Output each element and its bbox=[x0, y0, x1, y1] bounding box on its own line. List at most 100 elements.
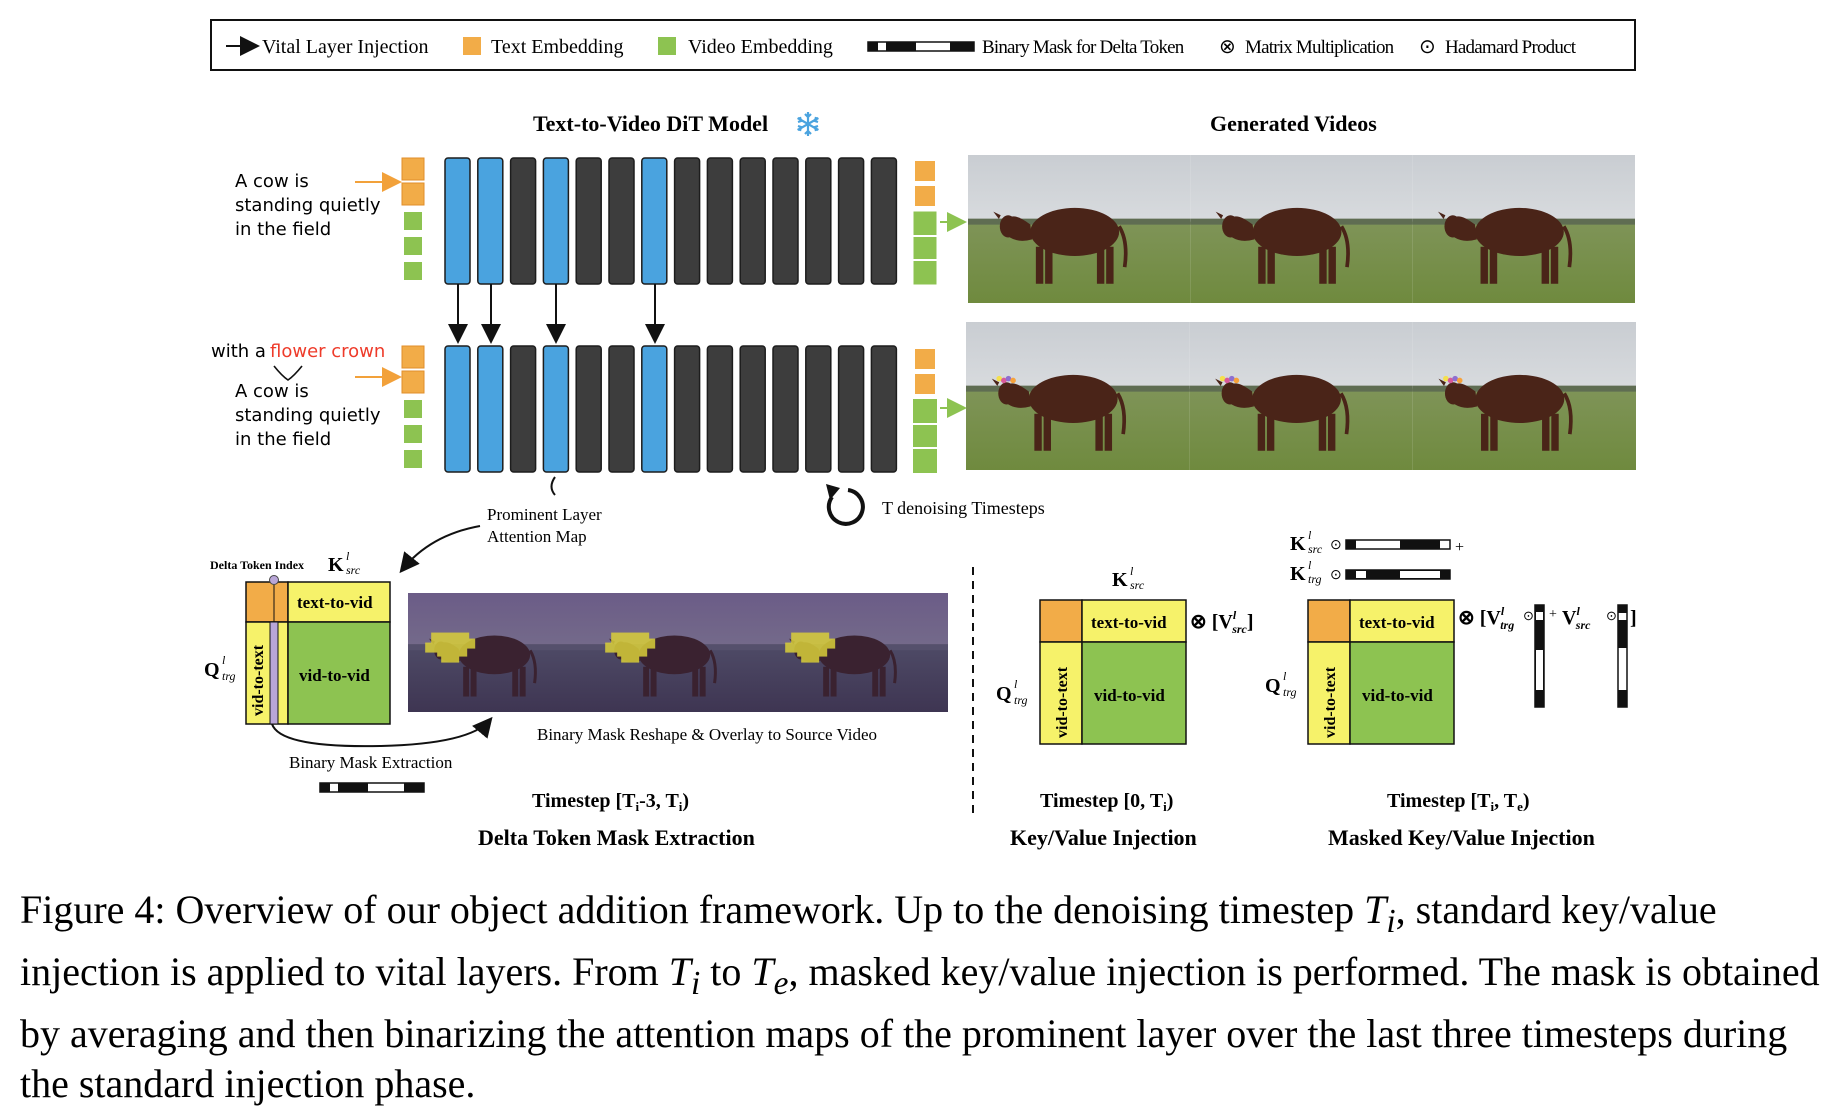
dit-layer-dark bbox=[870, 345, 898, 473]
model-title: Text-to-Video DiT Model bbox=[533, 111, 768, 136]
legend-matrix-mult: Matrix Multiplication bbox=[1245, 37, 1395, 58]
video-embedding-swatch bbox=[658, 37, 676, 55]
dit-layer-blue bbox=[641, 345, 668, 473]
svg-text:trg: trg bbox=[1283, 685, 1297, 699]
dit-layer-blue bbox=[477, 345, 504, 473]
dit-layer-blue bbox=[444, 157, 471, 285]
svg-text:l: l bbox=[222, 653, 226, 667]
generated-video-bottom bbox=[966, 322, 1636, 470]
timestep-kv: Timestep [0, Ti) bbox=[1040, 790, 1173, 814]
svg-text:src: src bbox=[346, 563, 361, 577]
svg-text:K: K bbox=[1112, 569, 1128, 591]
svg-text:+: + bbox=[1549, 607, 1557, 622]
dit-layer-dark bbox=[706, 345, 734, 473]
dit-layer-dark bbox=[706, 157, 734, 285]
binary-mask-bar bbox=[319, 782, 425, 793]
svg-text:K: K bbox=[1290, 533, 1306, 555]
svg-text:l: l bbox=[1130, 564, 1134, 578]
dit-layer-dark bbox=[805, 157, 832, 285]
denoise-label: T denoising Timesteps bbox=[882, 498, 1045, 518]
svg-text:⊙: ⊙ bbox=[1523, 608, 1534, 623]
vid-to-text-label: vid-to-text bbox=[250, 644, 267, 716]
dit-layer-dark bbox=[509, 345, 537, 473]
legend-video-embedding: Video Embedding bbox=[688, 36, 833, 58]
cow-figure bbox=[991, 374, 1127, 451]
dit-layer-dark bbox=[575, 157, 602, 285]
tokens-right-top bbox=[912, 161, 938, 286]
q-trg-label: Q l trg bbox=[1265, 669, 1297, 699]
caption-text: , standard key/value injection is applie… bbox=[20, 887, 1717, 994]
caption-text: to bbox=[700, 949, 752, 994]
dit-layer-dark bbox=[673, 345, 701, 473]
vital-injection-arrows bbox=[448, 284, 665, 344]
prompt2-line: A cow is bbox=[235, 381, 309, 402]
vid-to-vid-label: vid-to-vid bbox=[299, 666, 370, 685]
kv-panel-title: Key/Value Injection bbox=[1010, 825, 1197, 850]
dit-layer-dark bbox=[739, 157, 766, 285]
dit-layer-dark bbox=[608, 345, 635, 473]
dit-layer-dark bbox=[575, 345, 602, 473]
svg-text:Q: Q bbox=[996, 683, 1012, 705]
prompt2-prefix: with a bbox=[211, 341, 266, 362]
mask-panel-title: Delta Token Mask Extraction bbox=[478, 825, 755, 850]
dit-layer-dark bbox=[739, 345, 766, 473]
dit-layer-blue bbox=[641, 157, 668, 285]
caption-math: T bbox=[751, 949, 774, 994]
cow-figure bbox=[1437, 207, 1573, 284]
dit-layer-blue bbox=[542, 345, 570, 473]
dit-layer-dark bbox=[509, 157, 537, 285]
legend: Vital Layer Injection Text Embedding Vid… bbox=[210, 19, 1636, 71]
timestep-masked: Timestep [Ti, Te) bbox=[1387, 790, 1530, 814]
delta-token-marker bbox=[269, 575, 279, 585]
caption-math: T bbox=[668, 949, 692, 994]
prompt1-line: A cow is bbox=[235, 171, 309, 192]
tokens-right-bottom bbox=[913, 349, 937, 473]
extraction-label: Binary Mask Extraction bbox=[289, 753, 453, 772]
cow-figure bbox=[993, 207, 1128, 284]
svg-text:Q: Q bbox=[1265, 675, 1281, 697]
legend-binary-mask: Binary Mask for Delta Token bbox=[982, 37, 1185, 58]
svg-text:⊙: ⊙ bbox=[1330, 568, 1342, 583]
q-trg-label: Q l trg bbox=[996, 677, 1028, 707]
svg-text:Timestep [Ti, Te): Timestep [Ti, Te) bbox=[1387, 790, 1530, 814]
svg-text:l: l bbox=[1283, 669, 1287, 683]
text-to-vid-label: text-to-vid bbox=[297, 593, 373, 612]
cow-figure bbox=[1215, 374, 1350, 451]
otimes-icon: ⊗ bbox=[1219, 36, 1236, 58]
k-trg-mask-expr: K l trg ⊙ bbox=[1290, 558, 1451, 586]
svg-text:trg: trg bbox=[222, 669, 236, 683]
svg-text:]: ] bbox=[1630, 607, 1637, 629]
text-to-vid-label: text-to-vid bbox=[1091, 613, 1167, 632]
generated-title: Generated Videos bbox=[1210, 111, 1377, 136]
k-src-mask-expr: K l src ⊙ + bbox=[1290, 528, 1464, 556]
mask-overlay bbox=[425, 632, 476, 663]
dit-layer-dark bbox=[837, 345, 865, 473]
svg-text:⊙: ⊙ bbox=[1330, 538, 1342, 553]
overlay-video-strip bbox=[408, 593, 948, 712]
svg-text:l: l bbox=[1308, 558, 1312, 572]
prompt2-highlight: flower crown bbox=[270, 341, 385, 362]
dit-layer-dark bbox=[608, 157, 635, 285]
text-embedding-swatch bbox=[463, 37, 481, 55]
legend-vital-layer: Vital Layer Injection bbox=[262, 36, 429, 58]
caption-math: T bbox=[1364, 887, 1387, 932]
cow-figure bbox=[1215, 207, 1350, 284]
dit-layers-bottom bbox=[444, 345, 898, 473]
svg-text:src: src bbox=[1130, 578, 1145, 592]
cow-figure bbox=[1438, 374, 1573, 451]
binary-mask-swatch bbox=[867, 41, 975, 52]
svg-text:src: src bbox=[1308, 542, 1323, 556]
kv-injection-panel: K l src Q l trg text-to-vid vid-to-vid v… bbox=[996, 564, 1254, 850]
timestep-mask: Timestep [Ti-3, Ti) bbox=[532, 790, 689, 814]
mask-extraction-panel: Delta Token Index K l src Q l trg text-t… bbox=[204, 549, 948, 850]
k-src-label: K l src bbox=[1112, 564, 1145, 592]
tokens-left-top bbox=[401, 157, 425, 280]
mask-overlay bbox=[605, 632, 656, 663]
vid-to-text-label: vid-to-text bbox=[1322, 666, 1339, 738]
delta-token-index: Delta Token Index bbox=[210, 558, 304, 572]
